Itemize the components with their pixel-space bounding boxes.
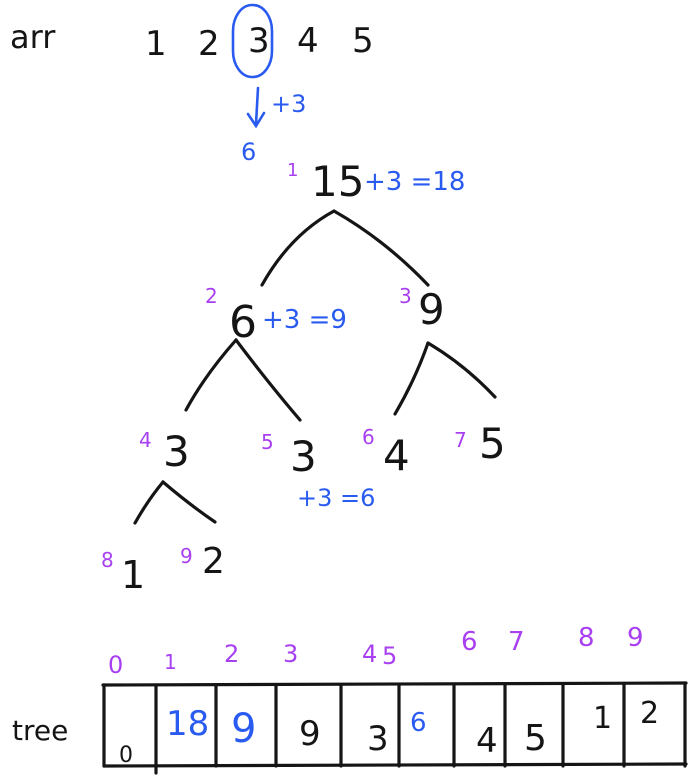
update-note: +3 bbox=[271, 90, 306, 118]
arr-value: 4 bbox=[297, 21, 319, 61]
node-value: 15 bbox=[311, 157, 364, 206]
edge-3-6 bbox=[393, 341, 430, 416]
edge-3-7 bbox=[426, 341, 497, 399]
tree-cell-value: 5 bbox=[524, 718, 547, 759]
tree-index: 2 bbox=[224, 640, 239, 668]
tree-cell-value: 18 bbox=[166, 704, 209, 744]
tree-edges bbox=[133, 209, 497, 525]
tree-cell-value: 6 bbox=[410, 708, 427, 738]
node-index: 4 bbox=[139, 428, 152, 452]
tree-array-box bbox=[101, 681, 688, 775]
tree-index: 9 bbox=[627, 623, 644, 653]
node-value: 9 bbox=[418, 285, 445, 334]
node-index: 1 bbox=[287, 160, 298, 181]
node-update: +3 =9 bbox=[262, 305, 347, 335]
tree-cell-value: 0 bbox=[119, 743, 133, 768]
node-value: 1 bbox=[121, 553, 145, 597]
node-update: +3 =18 bbox=[364, 167, 465, 197]
arr-value: 1 bbox=[145, 24, 167, 64]
tree-cell-value: 9 bbox=[299, 714, 321, 754]
node-value: 6 bbox=[229, 297, 257, 348]
edge-1-3 bbox=[332, 209, 430, 287]
arr-value: 2 bbox=[198, 24, 220, 64]
node-value: 4 bbox=[383, 431, 410, 480]
tree-array-bottom-border bbox=[102, 762, 688, 768]
edge-4-9 bbox=[161, 480, 217, 524]
highlight-oval bbox=[231, 3, 274, 79]
node-index: 6 bbox=[362, 425, 375, 449]
tree-array-values: 0 18 9 9 3 6 4 5 1 2 bbox=[119, 696, 659, 768]
edge-4-8 bbox=[133, 480, 165, 525]
tree-index: 7 bbox=[508, 627, 525, 657]
arr-value-highlighted: 3 bbox=[248, 21, 270, 61]
tree-index: 3 bbox=[283, 640, 298, 668]
node-value: 2 bbox=[202, 541, 225, 582]
arr-label: arr bbox=[10, 18, 56, 56]
tree-cell-value: 4 bbox=[476, 721, 498, 761]
tree-cell-value: 9 bbox=[231, 706, 256, 752]
node-index: 7 bbox=[454, 428, 467, 452]
tree-array-top-border bbox=[101, 681, 688, 687]
tree-index: 4 bbox=[362, 640, 377, 668]
edge-2-5 bbox=[234, 338, 302, 422]
node-index: 8 bbox=[101, 548, 114, 572]
node-value: 3 bbox=[163, 427, 190, 476]
node-index: 5 bbox=[261, 430, 274, 454]
tree-cell-value: 2 bbox=[640, 696, 659, 731]
tree-cell-value: 1 bbox=[593, 701, 612, 736]
node-index: 9 bbox=[180, 544, 193, 568]
node-value: 3 bbox=[290, 432, 317, 481]
tree-index: 6 bbox=[461, 627, 478, 657]
tree-index: 0 bbox=[108, 651, 123, 679]
update-arrow bbox=[254, 86, 260, 126]
updated-value: 6 bbox=[241, 138, 256, 166]
tree-index: 8 bbox=[578, 623, 595, 653]
tree-index: 1 bbox=[164, 650, 177, 674]
tree-index: 5 bbox=[382, 642, 397, 670]
node-index: 3 bbox=[399, 284, 412, 308]
edge-1-2 bbox=[260, 209, 336, 287]
tree-array-indices: 0 1 2 3 4 5 6 7 8 9 bbox=[108, 623, 644, 679]
arr-value: 5 bbox=[352, 21, 374, 61]
update-arrowhead bbox=[246, 111, 266, 129]
node-value: 5 bbox=[479, 419, 506, 468]
tree-label: tree bbox=[12, 714, 68, 747]
node-update: +3 =6 bbox=[297, 484, 375, 512]
edge-2-4 bbox=[184, 338, 238, 412]
node-index: 2 bbox=[205, 284, 218, 308]
tree-cell-value: 3 bbox=[367, 719, 389, 759]
